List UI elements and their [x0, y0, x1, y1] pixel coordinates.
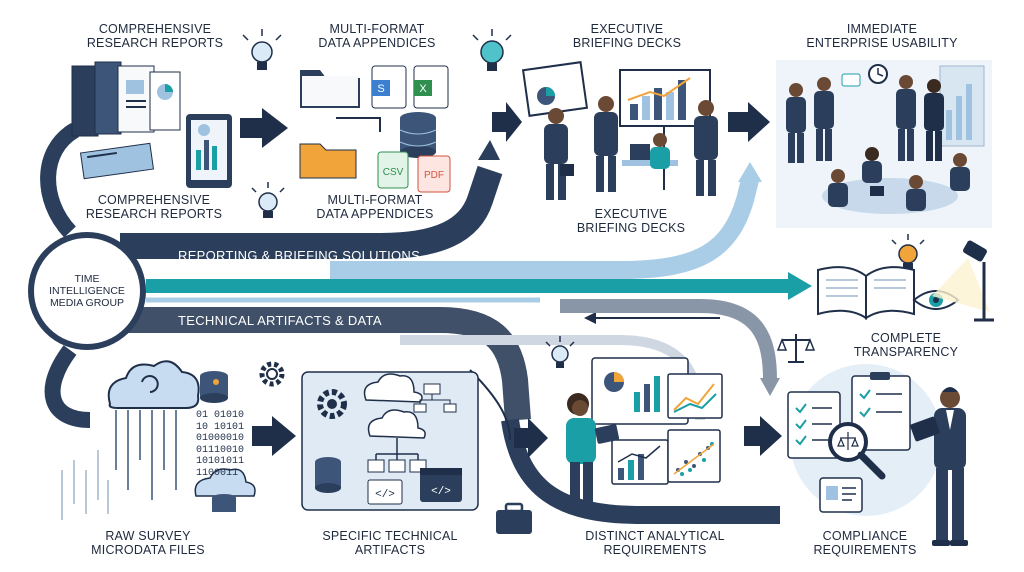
enterprise-scene-icon: [776, 60, 992, 228]
binary-line: 10 10101: [196, 421, 245, 433]
hub-line: INTELLIGENCE: [49, 285, 125, 297]
binary-line: 10101011: [196, 456, 245, 467]
hub-line: MEDIA GROUP: [49, 297, 125, 309]
arrow-research-to-appendices: [240, 108, 288, 148]
cloud-icon: [107, 360, 200, 409]
lightbulb-icon: [242, 29, 282, 70]
research-reports-icon: [71, 61, 232, 188]
reporting-band: [120, 165, 503, 259]
binary-line: 01 01010: [196, 410, 245, 421]
svg-text:</>: </>: [375, 489, 395, 501]
csv-badge: CSV: [383, 167, 404, 178]
lightbulb-icon: [251, 182, 285, 218]
spotlight-icon: [932, 240, 994, 322]
cloud-database-icon: [194, 468, 256, 512]
arrow-appendices-to-briefing: [492, 102, 522, 142]
hub-circle: TIME INTELLIGENCE MEDIA GROUP: [28, 232, 146, 350]
band-label-reporting: REPORTING & BRIEFING SOLUTIONS: [178, 248, 421, 263]
band-label-technical: TECHNICAL ARTIFACTS & DATA: [178, 313, 382, 328]
arrow-analytical-to-compliance: [744, 416, 782, 456]
lightbulb-icon: [891, 234, 925, 270]
svg-text:</>: </>: [431, 486, 451, 498]
light-band-up: [330, 177, 759, 279]
binary-line: 01110010: [196, 444, 245, 456]
open-book-icon: [817, 266, 915, 320]
pdf-badge: PDF: [424, 170, 444, 181]
analytics-scene-icon: [566, 357, 723, 508]
lightbulb-icon: [472, 29, 512, 71]
chevron-arrows: [240, 102, 782, 458]
gear-icon: [259, 361, 285, 387]
arrow-technical-to-analytical: [514, 418, 548, 458]
sheet-s-badge: S: [377, 83, 384, 95]
briefing-scene-icon: [521, 61, 718, 200]
binary-line: 01000010: [196, 433, 245, 444]
binary-code-block: 01 01010 10 10101 01000010 01110010 1010…: [196, 410, 244, 479]
technical-artifacts-panel: </> </>: [301, 371, 479, 511]
data-streams-icon: [61, 410, 177, 520]
briefcase-icon: [496, 502, 532, 534]
data-appendices-icon: S X CSV PDF: [299, 65, 451, 193]
binary-line: 1100011: [196, 467, 239, 479]
compliance-scene-icon: [787, 364, 968, 546]
lightbulb-icon: [545, 336, 575, 368]
flow-bands: [40, 123, 812, 524]
database-icon: [200, 371, 228, 403]
hub-line: TIME: [74, 273, 100, 285]
sheet-x-badge: X: [419, 83, 427, 95]
arrow-raw-to-technical: [252, 416, 296, 456]
arrow-briefing-to-usability: [728, 102, 770, 142]
scale-icon: [776, 334, 816, 363]
